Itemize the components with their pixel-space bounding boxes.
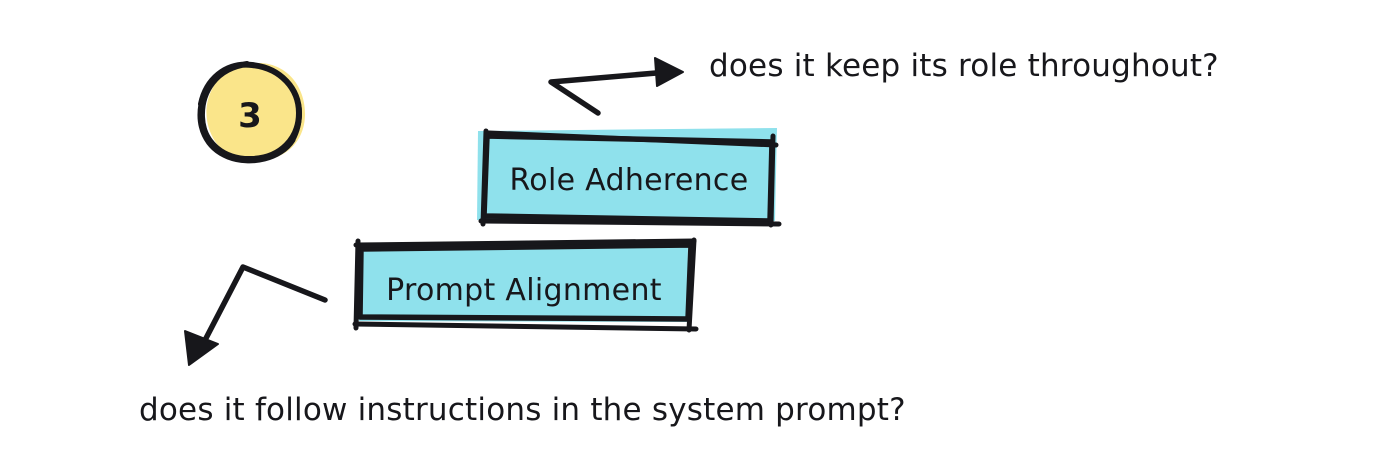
step-badge-fill [206, 63, 306, 162]
node-role-adherence-label: Role Adherence [510, 163, 749, 198]
step-badge-outline-second-pass [197, 101, 296, 164]
node-role-adherence-outline-overshoot-left [480, 128, 489, 227]
arrow-prompt-alignment-head [184, 330, 219, 366]
step-badge: 3 [197, 61, 306, 164]
node-prompt-alignment-outline-overshoot-right [686, 237, 697, 333]
arrow-role-adherence-head [654, 57, 684, 87]
node-role-adherence-fill [477, 128, 777, 221]
arrow-role-adherence-shaft [548, 69, 671, 116]
node-prompt-alignment-fill [359, 243, 688, 322]
node-role-adherence[interactable]: Role Adherence [477, 128, 782, 228]
step-badge-number: 3 [238, 96, 262, 136]
node-role-adherence-outline-overshoot-top [486, 130, 779, 148]
role-adherence-question-text: does it keep its role throughout? [709, 48, 1219, 84]
node-role-adherence-outline-overshoot-bottom [478, 218, 782, 227]
node-prompt-alignment-outline-overshoot-top [353, 238, 697, 248]
node-prompt-alignment-outline-overshoot-left [353, 238, 361, 331]
arrow-role-adherence [548, 57, 684, 116]
node-role-adherence-outline-overshoot-right [768, 133, 776, 228]
arrow-prompt-alignment [184, 264, 328, 366]
step-badge-outline-tail [290, 102, 302, 143]
node-prompt-alignment-label: Prompt Alignment [386, 273, 662, 308]
node-prompt-alignment[interactable]: Prompt Alignment [352, 237, 699, 333]
prompt-alignment-question-text: does it follow instructions in the syste… [139, 392, 906, 428]
arrow-prompt-alignment-shaft [200, 264, 328, 347]
node-prompt-alignment-outline-overshoot-bottom [352, 321, 699, 332]
